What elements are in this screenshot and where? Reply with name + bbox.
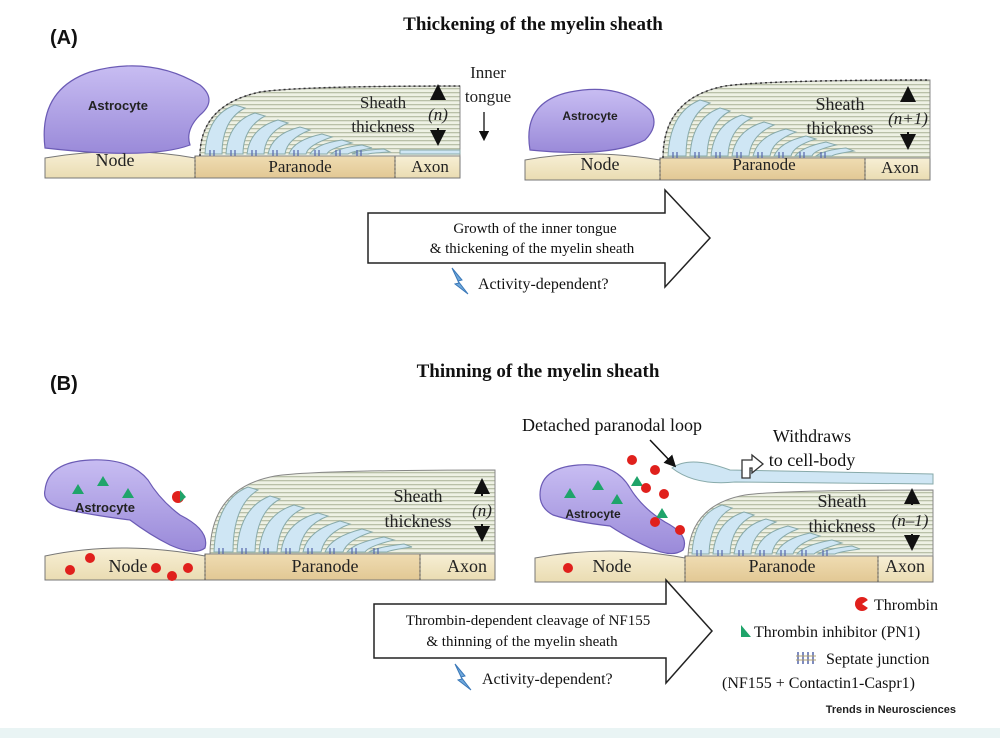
sheath-label-line1: Sheath <box>816 94 865 114</box>
panel-a-right-diagram: Astrocyte Node Paranode Axon Sheath thic… <box>524 79 931 181</box>
thrombin-markers <box>65 490 193 581</box>
astrocyte <box>528 88 655 154</box>
astrocyte <box>539 464 686 555</box>
withdraws-label-line2: to cell-body <box>769 450 855 470</box>
legend-thrombin-label: Thrombin <box>874 597 938 614</box>
sheath-label-line2: thickness <box>807 118 874 138</box>
astrocyte <box>43 459 207 552</box>
panel-b-right-diagram: Astrocyte Node Paranode Axon Sheath thic… <box>522 415 934 583</box>
legend-septate-icon <box>796 652 816 664</box>
sheath-n-label: (n–1) <box>892 511 929 530</box>
node-label: Node <box>593 556 632 576</box>
withdraw-arrow-icon <box>741 453 765 479</box>
paranodal-loops <box>667 99 856 157</box>
paranode-label: Paranode <box>749 556 816 576</box>
astrocyte <box>43 65 210 154</box>
astrocyte-label: Astrocyte <box>75 500 135 515</box>
paranodal-loops <box>204 104 392 155</box>
sheath-label-line1: Sheath <box>360 93 407 112</box>
journal-label: Trends in Neurosciences <box>826 704 956 716</box>
legend: Thrombin Thrombin inhibitor (PN1) Septat… <box>722 597 938 692</box>
legend-inhibitor-label: Thrombin inhibitor (PN1) <box>754 624 920 641</box>
thrombin-markers <box>563 455 685 573</box>
panel-a-process-arrow: Growth of the inner tongue & thickening … <box>367 188 712 289</box>
septate-junctions <box>218 548 379 554</box>
panel-b-title: Thinning of the myelin sheath <box>417 361 660 382</box>
legend-septate-label: Septate junction <box>826 651 930 668</box>
inner-tongue <box>399 149 461 155</box>
sheath-label-line2: thickness <box>809 516 876 536</box>
footer-strip <box>0 728 1000 738</box>
septate-junctions <box>672 152 826 158</box>
axon-label: Axon <box>881 158 919 177</box>
process-arrow-line2: & thickening of the myelin sheath <box>430 241 635 257</box>
legend-septate-detail: (NF155 + Contactin1-Caspr1) <box>722 675 915 692</box>
sheath-n-label: (n) <box>428 105 448 124</box>
process-arrow-shape <box>367 188 712 289</box>
detached-loop-label: Detached paranodal loop <box>522 415 702 435</box>
paranodal-loops <box>691 504 861 555</box>
panel-b-process-arrow: Thrombin-dependent cleavage of NF155 & t… <box>373 578 714 685</box>
activity-label: Activity-dependent? <box>478 276 609 293</box>
panel-a-label: (A) <box>50 27 78 49</box>
astrocyte-label: Astrocyte <box>562 109 618 123</box>
paranode-label: Paranode <box>292 556 359 576</box>
sheath-n-label: (n) <box>472 501 492 520</box>
node-label: Node <box>96 150 135 170</box>
paranode-region <box>204 553 421 581</box>
septate-junctions <box>209 150 362 156</box>
panel-a-title: Thickening of the myelin sheath <box>403 14 663 35</box>
sheath-label-line1: Sheath <box>818 491 867 511</box>
process-arrow-line1: Growth of the inner tongue <box>453 221 617 237</box>
septate-junctions <box>696 550 828 556</box>
axon-region <box>877 555 934 583</box>
legend-inhibitor-icon <box>741 625 751 637</box>
panel-a-left-diagram: Astrocyte Node Paranode Axon Sheath thic… <box>43 63 511 179</box>
myelin-sheath <box>209 469 496 555</box>
panel-b-label: (B) <box>50 373 78 395</box>
node-label: Node <box>581 154 620 174</box>
inner-tongue-label-line1: Inner <box>470 63 506 82</box>
thrombin-inhibitor-markers <box>564 476 668 518</box>
astrocyte-label: Astrocyte <box>565 507 621 521</box>
astrocyte-label: Astrocyte <box>88 98 148 113</box>
axon-region <box>419 553 496 581</box>
sheath-label-line2: thickness <box>351 117 414 136</box>
detached-paranodal-loop <box>671 461 934 485</box>
activity-bolt-icon <box>454 663 472 691</box>
sheath-label-line2: thickness <box>385 511 452 531</box>
activity-bolt-icon <box>451 267 469 295</box>
thrombin-inhibitor-markers <box>72 476 134 498</box>
node-label: Node <box>109 556 148 576</box>
axon-label: Axon <box>447 556 487 576</box>
paranode-label: Paranode <box>732 155 795 174</box>
process-arrow-shape <box>373 578 714 685</box>
legend-thrombin-icon <box>855 597 871 611</box>
paranodal-loops <box>213 486 413 553</box>
activity-label: Activity-dependent? <box>482 671 613 688</box>
axon-label: Axon <box>411 157 449 176</box>
process-arrow-line2: & thinning of the myelin sheath <box>426 634 618 650</box>
inner-tongue-label-line2: tongue <box>465 87 511 106</box>
paranode-label: Paranode <box>268 157 331 176</box>
axon-label: Axon <box>885 556 925 576</box>
sheath-n-label: (n+1) <box>888 109 928 128</box>
withdraws-label-line1: Withdraws <box>773 426 851 446</box>
process-arrow-line1: Thrombin-dependent cleavage of NF155 <box>406 613 651 629</box>
sheath-label-line1: Sheath <box>394 486 443 506</box>
panel-b-left-diagram: Astrocyte Node Paranode Axon Sheath thic… <box>43 459 496 581</box>
